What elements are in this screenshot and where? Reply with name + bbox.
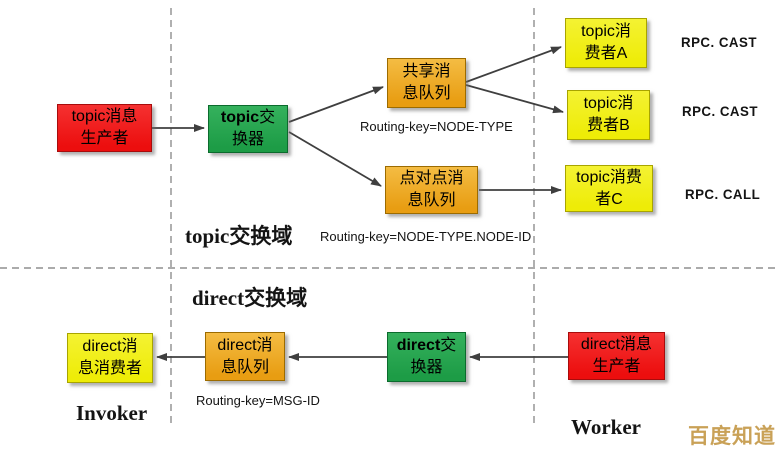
node-p2p-queue: 点对点消 息队列 xyxy=(385,166,478,214)
node-label-line: direct消息 xyxy=(581,334,652,356)
node-label-en: topic xyxy=(576,168,610,186)
node-label-en: topic xyxy=(220,109,260,126)
node-shared-queue: 共享消 息队列 xyxy=(387,58,466,108)
region-label-worker: Worker xyxy=(571,415,641,439)
node-label-cjk: 交 xyxy=(259,109,276,126)
node-topic-consumer-a: topic消 费者A xyxy=(565,18,647,68)
rpc-cast-label-a: RPC. CAST xyxy=(681,34,757,50)
node-direct-consumer: direct消 息消费者 xyxy=(67,333,153,383)
node-label-line: 息消费者 xyxy=(77,360,142,377)
node-label-line: 息队列 xyxy=(402,85,451,102)
node-label-line: 换器 xyxy=(410,359,443,376)
node-label-en: direct xyxy=(580,336,621,353)
node-label-line: 息队列 xyxy=(220,358,269,376)
node-label-cjk: 交 xyxy=(440,337,457,354)
node-topic-consumer-b: topic消 费者B xyxy=(567,90,650,140)
node-label-en: topic xyxy=(71,108,106,125)
arrow-exchange-to-shared-queue xyxy=(288,86,384,123)
node-label-cjk: 点对点消 xyxy=(399,170,464,187)
node-label-cjk: 消 xyxy=(121,338,138,355)
node-direct-producer: direct消息 生产者 xyxy=(568,332,665,380)
node-label-line: topic消 xyxy=(581,21,631,43)
node-direct-queue: direct消 息队列 xyxy=(205,332,285,381)
routing-key-node-type: Routing-key=NODE-TYPE xyxy=(360,119,513,134)
node-label-line: topic消费 xyxy=(576,167,642,189)
node-label-cjk: 消 xyxy=(256,336,273,354)
routing-key-msg-id: Routing-key=MSG-ID xyxy=(196,393,320,408)
arrow-shared-queue-to-consumer-b xyxy=(465,84,564,114)
node-label-line: 费者A xyxy=(584,45,628,62)
node-label-line: 共享消 xyxy=(402,61,450,83)
node-label-line: direct消 xyxy=(82,336,137,358)
node-label-line: 生产者 xyxy=(80,130,129,147)
node-topic-consumer-c: topic消费 者C xyxy=(565,165,653,212)
node-label-cjk: 消息 xyxy=(105,108,138,125)
node-label-en: direct xyxy=(396,337,441,354)
rpc-cast-label-b: RPC. CAST xyxy=(682,103,758,119)
routing-key-node-type-node-id: Routing-key=NODE-TYPE.NODE-ID xyxy=(320,229,532,244)
node-label-line: topic消 xyxy=(584,93,634,115)
node-label-line: topic消息 xyxy=(72,106,138,128)
node-label-line: topic交 xyxy=(221,107,275,129)
node-label-cjk: 消 xyxy=(614,23,631,40)
region-label-invoker: Invoker xyxy=(76,401,148,425)
node-label-cjk: 消息 xyxy=(620,336,653,353)
node-label-line: direct消 xyxy=(217,335,272,357)
node-label-line: 息队列 xyxy=(407,192,456,209)
node-direct-exchange: direct交 换器 xyxy=(387,332,466,382)
node-topic-exchange: topic交 换器 xyxy=(208,105,288,153)
node-label-en: topic xyxy=(583,95,618,112)
node-label-cjk: 消费 xyxy=(609,168,642,186)
node-label-en: direct xyxy=(217,336,257,354)
node-label-line: 换器 xyxy=(231,131,264,148)
arrow-exchange-to-p2p-queue xyxy=(288,131,382,187)
node-label-cjk: 消 xyxy=(617,95,634,112)
node-label-line: direct交 xyxy=(397,335,457,357)
node-label-cjk: 共享消 xyxy=(402,63,451,80)
node-label-line: 者C xyxy=(595,190,623,208)
node-label-line: 费者B xyxy=(587,117,630,134)
node-label-en: direct xyxy=(82,338,122,355)
rpc-call-label-c: RPC. CALL xyxy=(685,186,761,202)
node-label-line: 点对点消 xyxy=(399,168,463,190)
region-label-direct-domain: direct交换域 xyxy=(192,286,308,310)
baidu-zhidao-watermark: 百度知道 xyxy=(688,425,776,448)
arrow-shared-queue-to-consumer-a xyxy=(465,46,562,83)
node-label-en: topic xyxy=(581,23,615,40)
region-label-topic-domain: topic交换域 xyxy=(185,224,293,248)
node-label-line: 生产者 xyxy=(592,358,641,375)
node-topic-producer: topic消息 生产者 xyxy=(57,104,152,152)
